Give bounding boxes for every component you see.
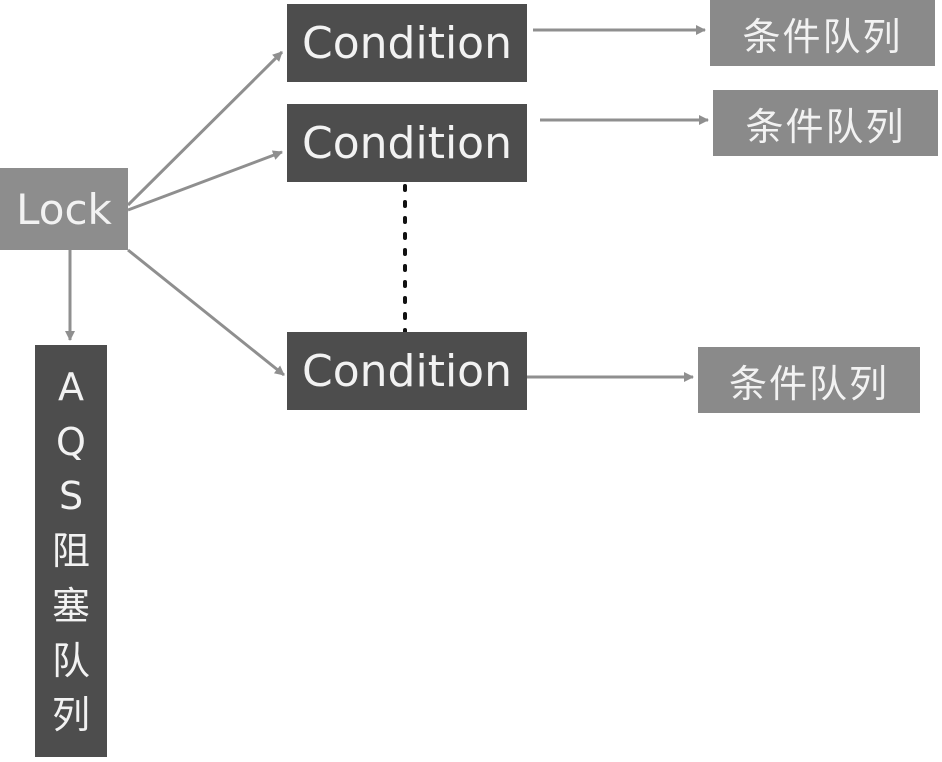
condition-queue-box-3: 条件队列 [698,347,920,413]
lock-label: Lock [16,184,112,234]
arrow-lock-to-condition-3 [127,248,285,377]
aqs-char: Q [56,419,86,464]
condition-queue-box-2: 条件队列 [713,90,938,156]
condition-queue-label-1: 条件队列 [742,14,903,59]
condition-box-2: Condition [287,104,527,182]
aqs-char: 阻 [51,529,90,573]
condition-box-1: Condition [287,4,527,82]
aqs-char: A [58,364,84,409]
condition-label-3: Condition [302,345,512,397]
condition-label-1: Condition [302,17,512,69]
arrow-lock-to-condition-1 [126,50,284,207]
aqs-char: S [58,474,84,519]
aqs-char: 列 [51,693,90,738]
aqs-char: 队 [51,638,90,683]
condition-label-2: Condition [302,117,512,169]
aqs-blocking-queue-box: A Q S 阻 塞 队 列 [35,345,107,757]
condition-queue-label-3: 条件队列 [728,361,889,406]
aqs-char: 塞 [51,583,90,628]
condition-queue-box-1: 条件队列 [710,0,935,66]
arrow-lock-to-condition-2 [127,150,283,212]
condition-box-3: Condition [287,332,527,410]
lock-box: Lock [0,168,128,250]
condition-queue-label-2: 条件队列 [745,104,906,149]
